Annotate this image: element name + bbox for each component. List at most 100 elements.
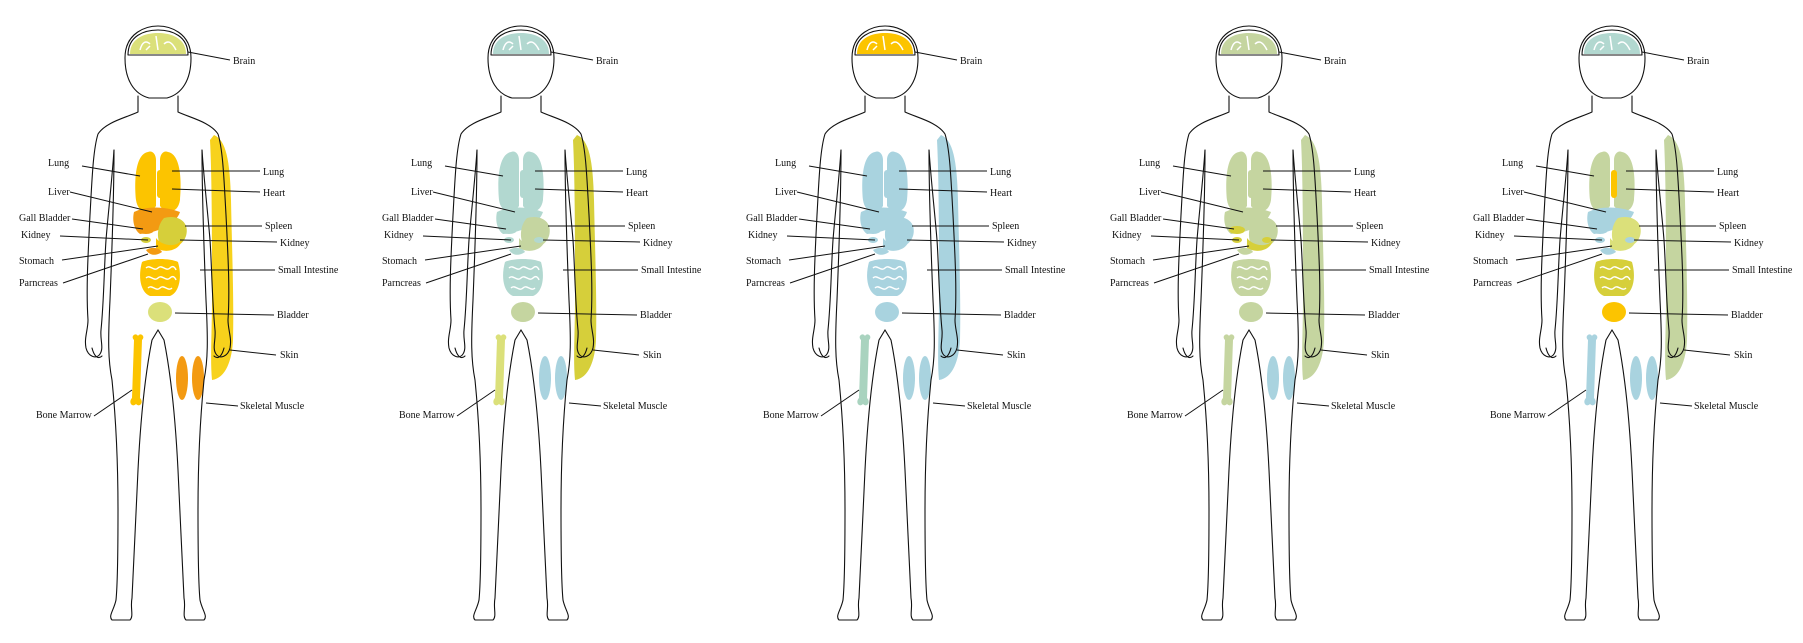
heart-leader-line [898,188,988,193]
skin-label: Skin [643,350,661,361]
pancreas-leader-line [789,253,876,284]
bone-marrow-organ [130,334,144,406]
gall-bladder-leader-line [1525,218,1598,230]
pancreas-organ [873,247,889,255]
gall-bladder-organ [865,226,881,234]
heart-organ [1611,170,1617,198]
body-outline [1175,25,1323,621]
bone-marrow-organ [493,334,507,406]
brain-folds [139,35,177,51]
lung-right-organ [1614,151,1635,212]
kidney-right-organ [534,237,544,243]
lung-left-organ [1226,151,1247,212]
kidney-left-label: Kidney [384,230,413,241]
brain-label: Brain [596,56,618,67]
bone-marrow-leader-line [93,389,133,417]
skeletal-muscle-right [192,356,204,400]
skeletal-muscle-leader-line [932,402,966,407]
gall-bladder-organ [1229,226,1245,234]
liver-leader-line [69,191,153,213]
kidney-right-label: Kidney [1734,238,1763,249]
bone-marrow-label: Bone Marrow [1127,410,1184,421]
small-intestine-label: Small Intestine [278,265,339,276]
pancreas-label: Parncreas [746,278,785,289]
stomach-label: Stomach [382,256,417,267]
bladder-leader-line [1628,312,1729,316]
pancreas-leader-line [1516,253,1603,284]
stomach-organ [883,238,909,251]
stomach-leader-line [424,245,522,261]
liver-leader-line [1523,191,1607,213]
bladder-label: Bladder [1731,310,1763,321]
lung-left-organ [1589,151,1610,212]
skin-label: Skin [1734,350,1752,361]
liver-leader-line [432,191,516,213]
intestine-loops [1599,265,1631,290]
pancreas-label: Parncreas [1473,278,1512,289]
pancreas-leader-line [1153,253,1240,284]
kidney-left-leader-line [422,235,512,241]
liver-label: Liver [48,187,70,198]
skeletal-muscle-leader-line [568,402,602,407]
bone-marrow-label: Bone Marrow [1490,410,1547,421]
bone-marrow-organ [1221,334,1235,406]
small-intestine-label: Small Intestine [1732,265,1793,276]
spleen-organ [1611,216,1641,248]
bladder-organ [1602,302,1626,322]
heart-label: Heart [990,188,1012,199]
lung-left-label: Lung [775,158,796,169]
heart-label: Heart [1717,188,1739,199]
stomach-label: Stomach [1473,256,1508,267]
brain-organ [857,33,913,54]
small-intestine-label: Small Intestine [641,265,702,276]
bladder-label: Bladder [277,310,309,321]
bone-marrow-label: Bone Marrow [399,410,456,421]
stomach-label: Stomach [1110,256,1145,267]
intestine-loops [1236,265,1268,290]
skeletal-muscle-leader-line [205,402,239,407]
small-intestine-label: Small Intestine [1005,265,1066,276]
lung-right-label: Lung [990,167,1011,178]
skeletal-muscle-label: Skeletal Muscle [1331,401,1396,412]
lung-left-label: Lung [1139,158,1160,169]
brain-organ [1584,33,1640,54]
kidney-left-label: Kidney [748,230,777,241]
skeletal-muscle-label: Skeletal Muscle [240,401,305,412]
skeletal-muscle-leader-line [1296,402,1330,407]
skeletal-muscle-label: Skeletal Muscle [1694,401,1759,412]
brain-leader-line [1641,51,1685,61]
pancreas-label: Parncreas [19,278,58,289]
brain-label: Brain [960,56,982,67]
gall-bladder-label: Gall Bladder [746,213,798,224]
kidney-right-leader-line [1270,239,1369,243]
skin-leader-line [229,349,277,356]
kidney-left-label: Kidney [1475,230,1504,241]
gall-bladder-label: Gall Bladder [1110,213,1162,224]
liver-leader-line [1160,191,1244,213]
pancreas-organ [146,247,162,255]
pancreas-organ [1600,247,1616,255]
brain-leader-line [550,51,594,61]
skin-label: Skin [280,350,298,361]
brain-folds [866,35,904,51]
heart-label: Heart [626,188,648,199]
brain-label: Brain [1324,56,1346,67]
skin-region [1664,135,1688,380]
pancreas-organ [1237,247,1253,255]
gall-bladder-label: Gall Bladder [382,213,434,224]
bone-marrow-leader-line [456,389,496,417]
pancreas-label: Parncreas [382,278,421,289]
stomach-leader-line [1152,245,1250,261]
bone-marrow-leader-line [1184,389,1224,417]
skeletal-muscle-right [555,356,567,400]
lung-right-label: Lung [1354,167,1375,178]
heart-label: Heart [263,188,285,199]
skin-region [937,135,961,380]
brain-leader-line [914,51,958,61]
heart-leader-line [534,188,624,193]
skin-label: Skin [1007,350,1025,361]
stomach-organ [1247,238,1273,251]
